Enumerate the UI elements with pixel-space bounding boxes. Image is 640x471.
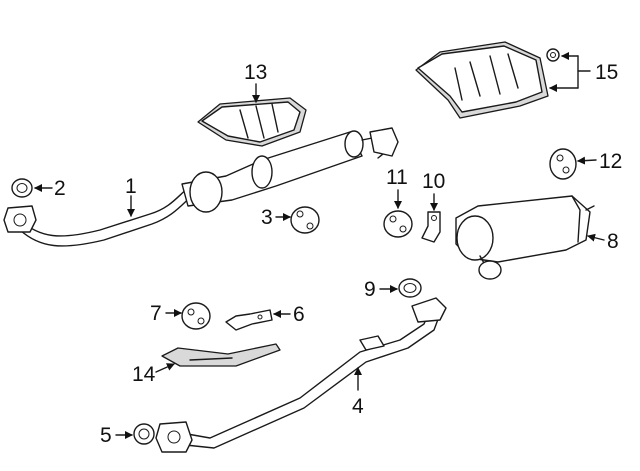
callout-6: 6 xyxy=(293,303,305,326)
callout-12: 12 xyxy=(599,150,622,173)
callout-15: 15 xyxy=(595,61,618,84)
bracket-10[interactable] xyxy=(421,211,441,243)
callout-10: 10 xyxy=(422,170,445,193)
callout-3: 3 xyxy=(261,206,273,229)
callout-9: 9 xyxy=(364,278,376,301)
callout-13: 13 xyxy=(244,61,267,84)
callout-2: 2 xyxy=(54,177,66,200)
gasket-5[interactable] xyxy=(133,423,155,445)
callout-labels: 1 2 3 4 5 6 7 8 9 10 11 12 13 14 15 xyxy=(54,61,622,447)
gasket-9[interactable] xyxy=(398,278,422,298)
upper-heat-shield[interactable] xyxy=(415,41,549,119)
callout-14: 14 xyxy=(132,363,156,386)
muffler[interactable] xyxy=(455,195,595,280)
hanger-11[interactable] xyxy=(383,210,413,238)
callout-8: 8 xyxy=(607,230,619,253)
converter-heat-shield[interactable] xyxy=(197,97,307,147)
hanger-12[interactable] xyxy=(549,148,577,180)
hanger-3[interactable] xyxy=(290,206,320,234)
gasket-front[interactable] xyxy=(11,178,33,198)
heat-shield-clip[interactable] xyxy=(546,48,560,62)
center-pipe[interactable] xyxy=(155,297,447,453)
front-pipe-catalytic-converter[interactable] xyxy=(3,127,399,247)
callout-7: 7 xyxy=(150,302,162,325)
leader-lines xyxy=(34,52,605,439)
heat-insulator-14[interactable] xyxy=(161,343,281,367)
callout-1: 1 xyxy=(125,175,137,198)
callout-5: 5 xyxy=(100,424,112,447)
bracket-6[interactable] xyxy=(225,309,273,331)
callout-4: 4 xyxy=(352,395,364,418)
hanger-7[interactable] xyxy=(181,302,211,330)
callout-11: 11 xyxy=(386,166,408,189)
